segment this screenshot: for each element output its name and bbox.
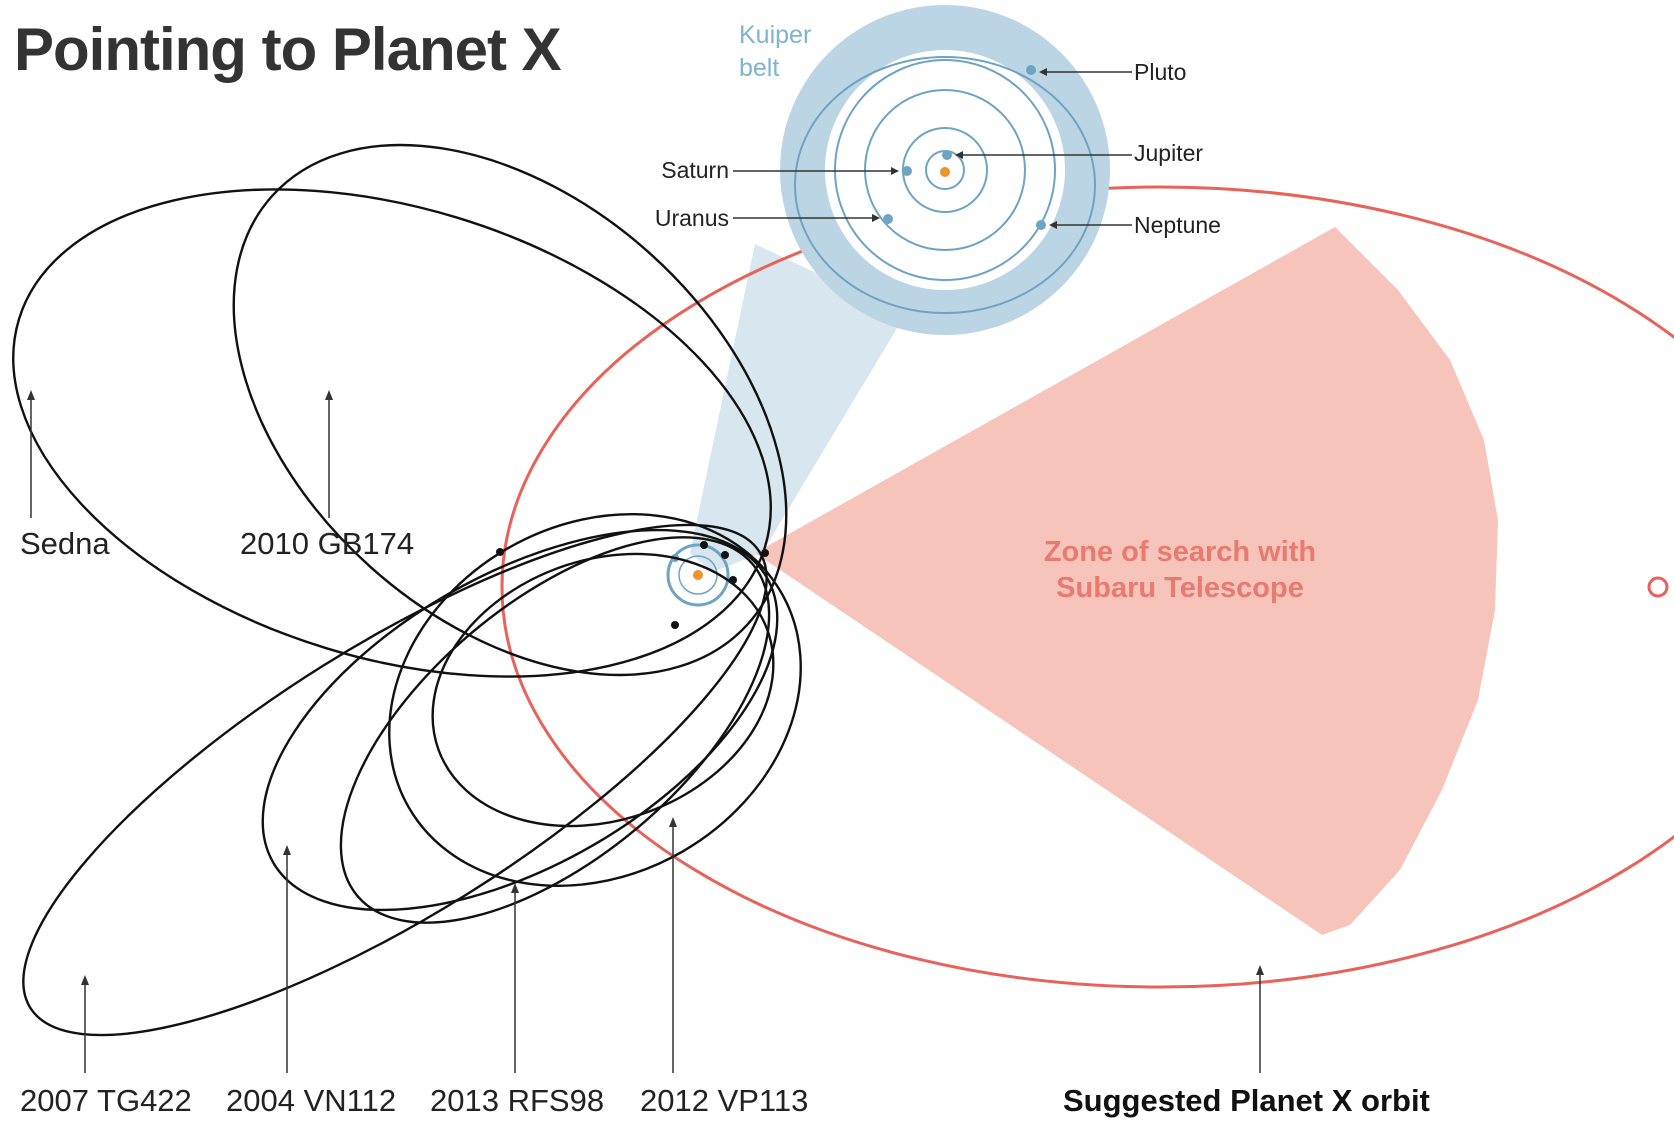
- arrow-icon: [955, 151, 963, 159]
- orbit-2012-vp113: [388, 512, 802, 888]
- arrow-icon: [511, 883, 519, 893]
- orbit-sedna: [12, 188, 772, 678]
- planet-x-orbit: [500, 185, 1674, 989]
- neptune-dot-icon: [1036, 220, 1046, 230]
- label-sedna: Sedna: [20, 526, 110, 561]
- object-dot-icon: [496, 548, 504, 556]
- projection-wedge: [690, 244, 905, 572]
- arrow-icon: [1256, 965, 1264, 975]
- arrow-icon: [81, 975, 89, 985]
- label-2007-tg422: 2007 TG422: [20, 1083, 192, 1118]
- object-dot-icon: [761, 549, 769, 557]
- arrow-icon: [325, 390, 333, 400]
- object-dots: [496, 541, 769, 629]
- kuiper-label-line2: belt: [739, 54, 779, 82]
- object-dot-icon: [671, 621, 679, 629]
- sun-icon: [940, 167, 950, 177]
- solar-system-inset: [780, 5, 1110, 335]
- orbit-extra: [431, 552, 775, 828]
- orbit-2013-rfs98: [339, 536, 771, 924]
- label-2012-vp113: 2012 VP113: [640, 1083, 808, 1118]
- arrow-icon: [669, 817, 677, 827]
- label-uranus: Uranus: [655, 205, 729, 231]
- inset-leaders: [733, 71, 1132, 226]
- label-2010-gb174: 2010 GB174: [240, 526, 414, 561]
- arrow-icon: [283, 845, 291, 855]
- orbit-neptune: [834, 59, 1056, 281]
- object-dot-icon: [721, 551, 729, 559]
- object-arrowheads: [27, 390, 1264, 985]
- label-pluto: Pluto: [1134, 59, 1186, 85]
- arrow-icon: [891, 167, 899, 175]
- object-orbits: [12, 143, 802, 1037]
- kuiper-label-line1: Kuiper: [739, 21, 811, 49]
- label-2004-vn112: 2004 VN112: [226, 1083, 396, 1118]
- label-jupiter: Jupiter: [1134, 140, 1203, 166]
- arrow-icon: [1039, 68, 1047, 76]
- orbit-2007-tg422: [22, 523, 768, 1037]
- object-dot-icon: [700, 541, 708, 549]
- arrow-icon: [872, 214, 880, 222]
- inner-solar-system: [666, 543, 730, 607]
- arrow-icon: [1049, 221, 1057, 229]
- arrow-icon: [27, 390, 35, 400]
- uranus-dot-icon: [883, 214, 893, 224]
- page-title: Pointing to Planet X: [14, 16, 562, 83]
- orbit-pluto: [794, 56, 1096, 314]
- planet-x-dot-icon: [1647, 576, 1669, 598]
- inset-arrowheads: [872, 68, 1057, 229]
- object-dot-icon: [729, 576, 737, 584]
- search-zone: [755, 227, 1498, 935]
- jupiter-dot-icon: [942, 150, 952, 160]
- label-saturn: Saturn: [661, 157, 729, 183]
- sun-icon: [693, 570, 703, 580]
- label-planet-x-orbit: Suggested Planet X orbit: [1063, 1083, 1430, 1118]
- saturn-dot-icon: [902, 166, 912, 176]
- object-leaders: [30, 395, 1261, 1073]
- label-2013-rfs98: 2013 RFS98: [430, 1083, 604, 1118]
- label-neptune: Neptune: [1134, 212, 1221, 238]
- pluto-dot-icon: [1026, 65, 1036, 75]
- zone-label-line1: Zone of search with: [1044, 536, 1316, 568]
- zone-label-line2: Subaru Telescope: [1056, 572, 1304, 604]
- orbit-uranus: [864, 89, 1026, 251]
- orbit-2010-gb174: [232, 143, 788, 677]
